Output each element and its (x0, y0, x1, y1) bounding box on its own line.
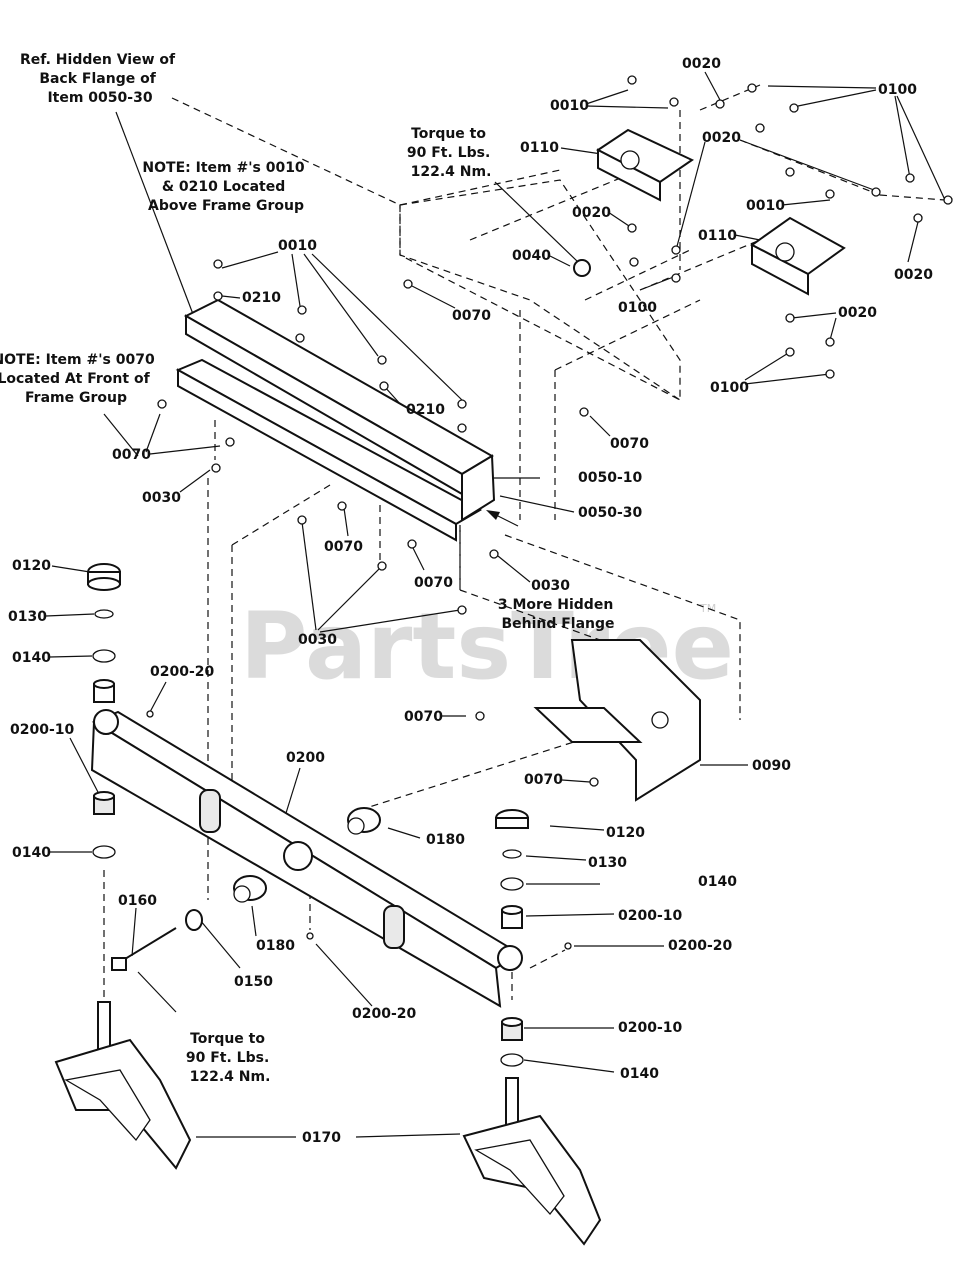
part-label: 0120 (12, 558, 51, 574)
note-0070-line2: Located At Front of (0, 371, 151, 387)
hidden-back-flange (399, 179, 681, 401)
note-hidden-view-line2: Back Flange of (39, 71, 156, 87)
part-label: 0130 (588, 855, 627, 871)
frame-rail-0050-30 (175, 358, 496, 542)
part-label: 0050-30 (578, 505, 643, 521)
part-label: 0180 (426, 832, 465, 848)
part-label: 0100 (878, 82, 917, 98)
note-0010-line3: Above Frame Group (148, 198, 304, 214)
part-label: 0010 (278, 238, 317, 254)
part-label: 0100 (710, 380, 749, 396)
bolt-0160 (111, 927, 177, 971)
part-label: 0140 (698, 874, 737, 890)
bracket-0110-left (596, 128, 695, 202)
part-label: 0020 (702, 130, 741, 146)
part-label: 0180 (256, 938, 295, 954)
part-label: 0070 (610, 436, 649, 452)
part-label: 0020 (894, 267, 933, 283)
part-label: 0020 (572, 205, 611, 221)
part-label: 0090 (752, 758, 791, 774)
part-label: 0020 (682, 56, 721, 72)
part-label: 0070 (404, 709, 443, 725)
part-label: 0170 (302, 1130, 341, 1146)
note-hidden-view-line1: Ref. Hidden View of (20, 52, 176, 68)
part-label: 0070 (524, 772, 563, 788)
part-label: 0200 (286, 750, 325, 766)
part-label: 0200-10 (618, 908, 683, 924)
part-label: 0030 (298, 632, 337, 648)
note-hidden-view-line3: Item 0050-30 (47, 90, 152, 106)
assembly-dashed-lines (103, 84, 946, 1000)
flange-arrow (486, 510, 519, 527)
note-hidden-flange-line3: Behind Flange (501, 616, 614, 632)
part-label: 0210 (406, 402, 445, 418)
note-0010-line2: & 0210 Located (162, 179, 285, 195)
caster-fork-right (462, 1077, 602, 1246)
note-torque-bottom-line2: 90 Ft. Lbs. (186, 1050, 269, 1066)
note-0070-line1: NOTE: Item #'s 0070 (0, 352, 155, 368)
note-hidden-flange-line1: 0030 (531, 578, 570, 594)
caster-fork-left (54, 1001, 192, 1170)
part-label: 0200-20 (352, 1006, 417, 1022)
part-label: 0160 (118, 893, 157, 909)
note-torque-bottom-line1: Torque to (190, 1031, 265, 1047)
note-torque-top-line3: 122.4 Nm. (411, 164, 492, 180)
note-hidden-view: Ref. Hidden View of Back Flange of Item … (20, 52, 180, 106)
note-hidden-flange-line2: 3 More Hidden (498, 597, 613, 613)
part-label: 0200-10 (618, 1020, 683, 1036)
part-label: 0100 (618, 300, 657, 316)
part-label: 0070 (112, 447, 151, 463)
note-torque-bottom: Torque to 90 Ft. Lbs. 122.4 Nm. (186, 1031, 274, 1085)
part-label: 0010 (746, 198, 785, 214)
part-label: 0010 (550, 98, 589, 114)
note-torque-top-line2: 90 Ft. Lbs. (407, 145, 490, 161)
part-label: 0110 (698, 228, 737, 244)
bracket-0090 (533, 639, 701, 802)
part-label: 0150 (234, 974, 273, 990)
note-torque-top-line1: Torque to (411, 126, 486, 142)
part-label: 0030 (142, 490, 181, 506)
part-label: 0110 (520, 140, 559, 156)
part-label: 0200-20 (150, 664, 215, 680)
watermark-tm: TM (699, 602, 716, 615)
part-label: 0130 (8, 609, 47, 625)
part-label: 0070 (324, 539, 363, 555)
part-label: 0070 (414, 575, 453, 591)
part-label: 0120 (606, 825, 645, 841)
part-label: 0050-10 (578, 470, 643, 486)
bracket-0110-right (750, 216, 846, 296)
note-torque-top: Torque to 90 Ft. Lbs. 122.4 Nm. (407, 126, 495, 180)
note-0070: NOTE: Item #'s 0070 Located At Front of … (0, 352, 160, 406)
spacer-0180-bottom (233, 875, 267, 903)
part-label: 0200-20 (668, 938, 733, 954)
part-label: 0200-10 (10, 722, 75, 738)
part-label: 0140 (12, 845, 51, 861)
leader-lines (45, 71, 946, 1138)
note-0010-line1: NOTE: Item #'s 0010 (142, 160, 305, 176)
note-torque-bottom-line3: 122.4 Nm. (190, 1069, 271, 1085)
part-label: 0140 (12, 650, 51, 666)
part-labels: 0020 0100 0010 0110 0020 0010 0110 0020 … (8, 56, 933, 1146)
hardware (146, 75, 953, 950)
right-pivot-stack (495, 809, 529, 1067)
washer-0150 (185, 909, 203, 931)
part-label: 0020 (838, 305, 877, 321)
part-label: 0140 (620, 1066, 659, 1082)
front-axle-0200 (90, 709, 523, 1008)
note-0070-line3: Frame Group (25, 390, 127, 406)
part-label: 0210 (242, 290, 281, 306)
note-0010: NOTE: Item #'s 0010 & 0210 Located Above… (142, 160, 309, 214)
left-pivot-stack (87, 563, 121, 859)
note-hidden-flange: 0030 3 More Hidden Behind Flange (498, 578, 618, 632)
spacer-0180-top (347, 807, 381, 835)
part-label: 0070 (452, 308, 491, 324)
part-label: 0040 (512, 248, 551, 264)
